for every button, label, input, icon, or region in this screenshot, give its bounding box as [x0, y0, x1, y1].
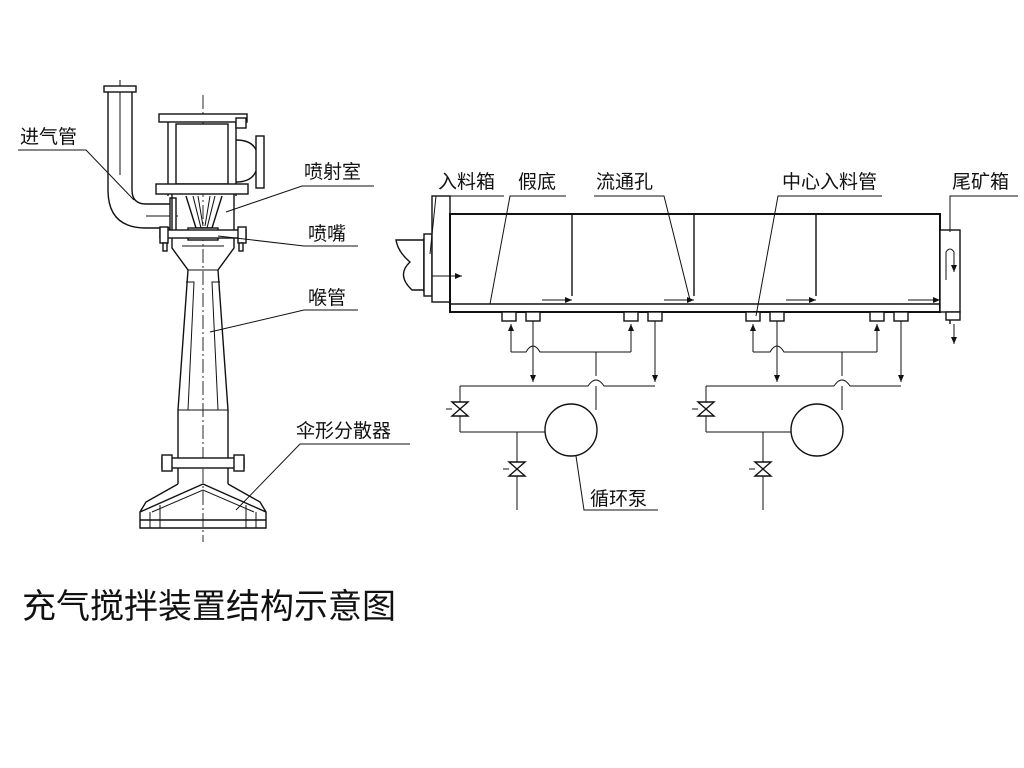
valve-1a — [450, 401, 470, 417]
top-flange — [158, 113, 248, 123]
label-jet-chamber: 喷射室 — [304, 161, 361, 183]
leader-false-bottom — [489, 195, 566, 305]
valve-1b — [507, 461, 527, 477]
label-feed-box: 入料箱 — [438, 171, 495, 193]
flotation-tank: 入料箱 假底 流通孔 中心入料管 尾矿箱 循环泵 — [395, 171, 1018, 511]
head-inner-box — [175, 123, 229, 185]
label-air-inlet: 进气管 — [20, 126, 77, 148]
leader-throat — [209, 309, 358, 333]
tank-leaders — [429, 195, 1018, 511]
umbrella-diffuser — [139, 454, 267, 529]
middle-flange — [155, 183, 249, 195]
circulation-pump-2 — [790, 403, 844, 457]
label-false-bottom: 假底 — [518, 171, 556, 193]
pump-circuit-2 — [692, 321, 904, 510]
pump-circuit-1 — [446, 321, 658, 510]
air-inlet-flange — [103, 85, 137, 93]
leader-flow-hole — [594, 195, 691, 301]
label-diffuser: 伞形分散器 — [296, 420, 391, 442]
leader-tailings-box — [949, 195, 1018, 232]
label-throat: 喉管 — [308, 287, 346, 309]
lower-flange — [159, 229, 247, 239]
feed-pipe-stub — [395, 239, 425, 291]
leader-nozzle — [217, 235, 358, 247]
label-flow-hole: 流通孔 — [596, 171, 653, 193]
leader-diffuser — [235, 443, 410, 511]
right-branch-flange — [255, 135, 265, 189]
leader-center-feed — [755, 195, 882, 317]
diagram-caption: 充气搅拌装置结构示意图 — [22, 587, 396, 627]
jet-aerator: 进气管 喷射室 喷嘴 喉管 伞形分散器 — [18, 80, 410, 542]
leader-jet-chamber — [225, 185, 374, 213]
label-tailings-box: 尾矿箱 — [952, 171, 1009, 193]
tank-body — [449, 213, 941, 313]
leader-air-inlet — [18, 149, 135, 201]
bottom-flange — [161, 457, 245, 469]
air-inlet-side-flange — [169, 197, 177, 235]
valve-2a — [696, 401, 716, 417]
aerator-leaders — [18, 149, 410, 511]
label-center-feed: 中心入料管 — [782, 171, 877, 193]
air-inlet-pipe — [103, 80, 178, 235]
flange-bolt-tr — [235, 117, 247, 129]
jet-chamber — [155, 113, 265, 252]
leader-feed-box — [429, 195, 504, 255]
label-nozzle: 喷嘴 — [308, 223, 346, 245]
tailings-box — [939, 229, 961, 313]
throat-pipe — [171, 238, 235, 462]
leader-circ-pump — [575, 455, 658, 511]
circulation-pump-1 — [544, 403, 598, 457]
label-circ-pump: 循环泵 — [590, 488, 647, 510]
valve-2b — [753, 461, 773, 477]
